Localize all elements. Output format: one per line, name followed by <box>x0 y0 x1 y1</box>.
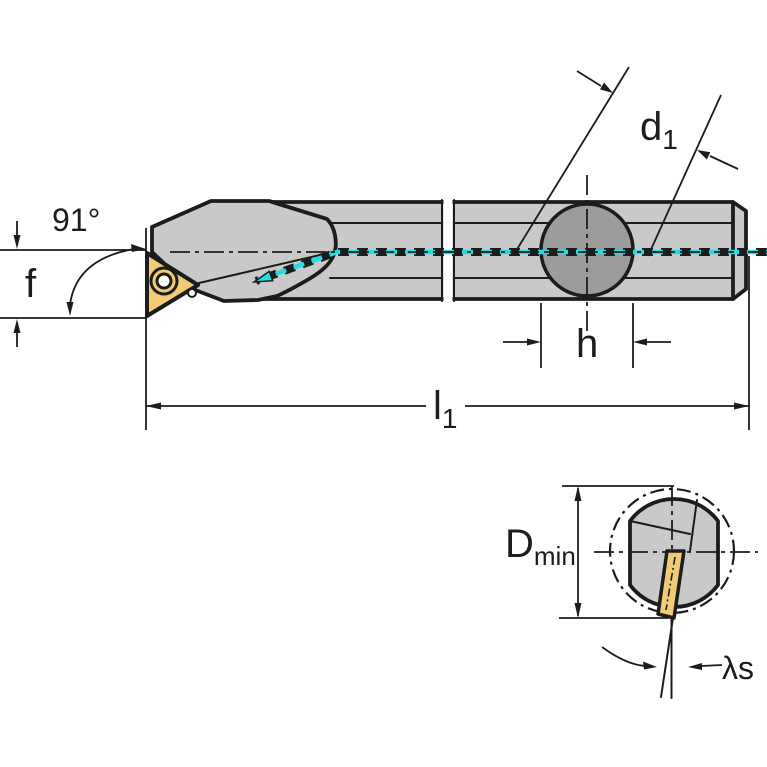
dimensions: f 91° d1 h l1 <box>0 66 750 434</box>
d1-arrow-left <box>600 82 613 93</box>
approach-angle-label: 91° <box>52 202 100 238</box>
lambda-arrow-right-tail <box>700 664 723 667</box>
d1-leader-right <box>647 94 722 257</box>
dmin-arrow-top <box>574 486 582 501</box>
d1-arrow-left-tail <box>576 70 602 87</box>
f-label: f <box>25 262 37 306</box>
insert-seat-line <box>198 251 334 284</box>
f-arrow-bottom <box>13 319 21 333</box>
d1-leader-left <box>515 66 630 252</box>
d1-arrow-right <box>697 150 711 160</box>
f-arrow-top <box>13 235 21 249</box>
dmin-arrow-bottom <box>574 603 582 618</box>
insert-screw-outer-ring <box>149 266 179 296</box>
insert-section-centerline <box>665 556 676 611</box>
lambda-s-label: λs <box>722 650 754 686</box>
h-label: h <box>576 322 598 366</box>
d1-arrow-right-tail <box>709 155 739 170</box>
lambda-arrow-left <box>643 661 657 670</box>
angle-arrow-tip <box>131 244 146 252</box>
lambda-arrow-right <box>688 663 702 670</box>
lambda-arrow-left-arc <box>601 646 649 667</box>
coolant-flow-arrowhead <box>251 270 274 283</box>
l1-arrow-left <box>146 402 161 410</box>
h-arrow-right <box>633 338 647 346</box>
d1-label: d1 <box>640 105 678 155</box>
insert-nose-detail <box>187 288 197 298</box>
tool-head <box>150 199 338 303</box>
angle-arrow-bottom <box>66 302 74 316</box>
dmin-label: Dmin <box>505 522 576 571</box>
h-arrow-left <box>527 338 541 346</box>
insert-screw-hole <box>155 272 173 290</box>
section-chord-line <box>689 499 698 552</box>
side-view <box>145 175 767 335</box>
l1-label: l1 <box>433 384 457 434</box>
cross-section-detail: λs Dmin <box>505 485 758 699</box>
angle-arc <box>69 247 141 306</box>
lambda-tilt-line <box>660 617 674 698</box>
l1-arrow-right <box>734 402 749 410</box>
section-chord-line <box>629 520 691 535</box>
